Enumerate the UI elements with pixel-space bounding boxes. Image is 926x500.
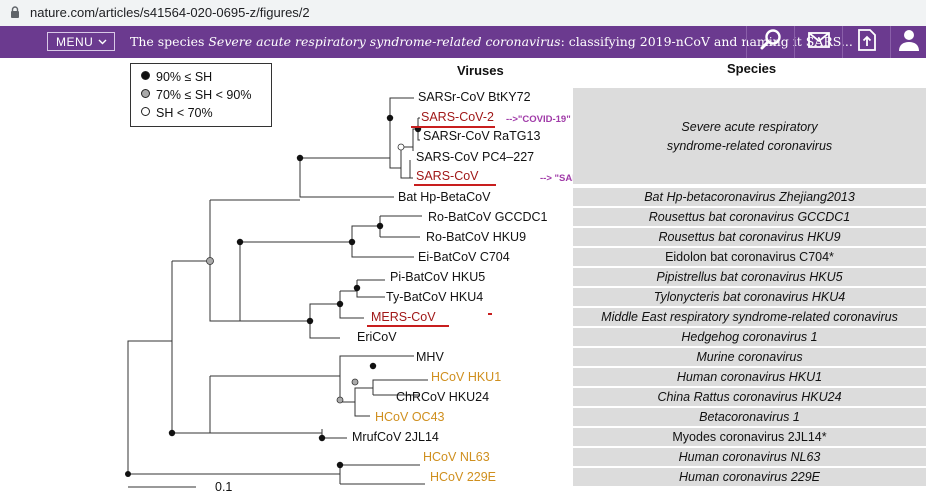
virus-label: HCoV HKU1 [431, 370, 502, 384]
scale-label: 0.1 [215, 480, 233, 494]
virus-label: SARSr-CoV RaTG13 [423, 129, 541, 143]
species-cell: Human coronavirus 229E [573, 468, 926, 486]
virus-label: EriCoV [357, 330, 397, 344]
menu-button[interactable]: MENU [47, 32, 115, 51]
white-dot-icon [141, 107, 150, 116]
chevron-down-icon [98, 33, 107, 58]
gray-dot-icon [141, 89, 150, 98]
species-cell: Betacoronavirus 1 [573, 408, 926, 426]
url-text: nature.com/articles/s41564-020-0695-z/fi… [30, 5, 310, 20]
virus-label: Ro-BatCoV HKU9 [426, 230, 527, 244]
species-cell: Bat Hp-betacoronavirus Zhejiang2013 [573, 188, 926, 206]
virus-label: HCoV OC43 [375, 410, 445, 424]
red-mark [488, 313, 492, 315]
covid-annotation: -->"COVID-19" [506, 114, 571, 125]
virus-label: Pi-BatCoV HKU5 [390, 270, 486, 284]
species-cell: Eidolon bat coronavirus C704* [573, 248, 926, 266]
virus-label-mers-cov: MERS-CoV [371, 310, 436, 324]
virus-label: SARSr-CoV BtKY72 [418, 90, 531, 104]
virus-label: Ro-BatCoV GCCDC1 [428, 210, 548, 224]
species-cell: Rousettus bat coronavirus HKU9 [573, 228, 926, 246]
search-icon [759, 28, 783, 57]
tree-branches [127, 97, 428, 485]
virus-label: Ty-BatCoV HKU4 [386, 290, 484, 304]
virus-label: ChRCoV HKU24 [396, 390, 490, 404]
lock-icon [10, 6, 20, 24]
virus-label: Bat Hp-BetaCoV [398, 190, 491, 204]
species-cell-sarsr: Severe acute respiratory syndrome-relate… [573, 88, 926, 184]
site-header: MENU The species Severe acute respirator… [0, 26, 926, 58]
virus-label-sars-cov-2: SARS-CoV-2 [421, 110, 494, 124]
species-cell: China Rattus coronavirus HKU24 [573, 388, 926, 406]
species-cell: Rousettus bat coronavirus GCCDC1 [573, 208, 926, 226]
species-cell: Pipistrellus bat coronavirus HKU5 [573, 268, 926, 286]
underline-mers-cov [367, 325, 449, 327]
virus-label: MHV [416, 350, 444, 364]
envelope-icon [807, 31, 830, 53]
virus-label: Ei-BatCoV C704 [418, 250, 510, 264]
virus-label: HCoV NL63 [423, 450, 490, 464]
figure-legend: 90% ≤ SH 70% ≤ SH < 90% SH < 70% [130, 63, 272, 127]
email-button[interactable] [795, 26, 842, 58]
species-cell: Human coronavirus HKU1 [573, 368, 926, 386]
underline-sars-cov-2 [411, 126, 495, 128]
download-icon [857, 28, 876, 56]
species-cell: Tylonycteris bat coronavirus HKU4 [573, 288, 926, 306]
black-dot-icon [141, 71, 150, 80]
species-cell: Human coronavirus NL63 [573, 448, 926, 466]
species-cell: Murine coronavirus [573, 348, 926, 366]
legend-item: 70% ≤ SH < 90% [141, 88, 251, 102]
legend-item: 90% ≤ SH [141, 70, 212, 84]
viruses-header: Viruses [457, 63, 504, 78]
user-icon [898, 29, 919, 56]
support-nodes [125, 114, 422, 477]
sars-annotation: --> "SARS" [540, 173, 590, 184]
underline-sars-cov [414, 184, 496, 186]
download-button[interactable] [843, 26, 890, 58]
virus-label: HCoV 229E [430, 470, 497, 484]
species-header: Species [727, 61, 777, 76]
menu-label: MENU [56, 35, 94, 49]
virus-label: MrufCoV 2JL14 [352, 430, 439, 444]
species-cell: Hedgehog coronavirus 1 [573, 328, 926, 346]
search-button[interactable] [747, 26, 794, 58]
account-button[interactable] [891, 26, 926, 58]
species-cell: Middle East respiratory syndrome-related… [573, 308, 926, 326]
species-cell: Myodes coronavirus 2JL14* [573, 428, 926, 446]
virus-label-sars-cov: SARS-CoV [416, 169, 479, 183]
legend-item: SH < 70% [141, 106, 213, 120]
virus-label: SARS-CoV PC4–227 [416, 150, 535, 164]
